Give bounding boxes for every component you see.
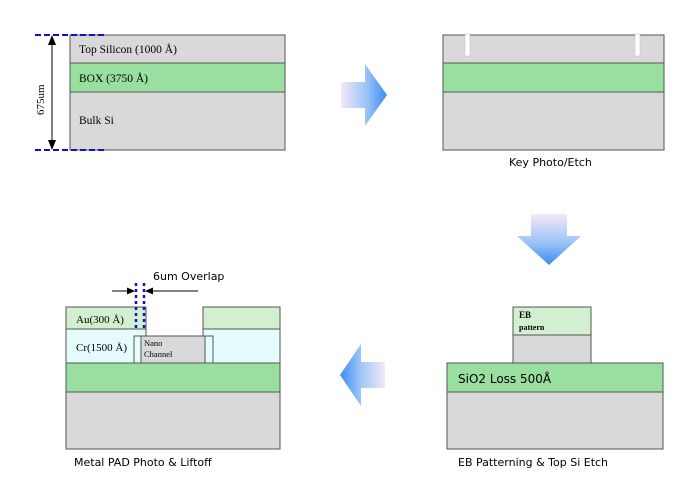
arrow-left-icon <box>340 344 385 406</box>
arrow-down-icon <box>517 214 581 265</box>
cr-label: Cr(1500 Å) <box>76 342 127 354</box>
eb-pattern-resist <box>512 306 592 336</box>
metal-pad-caption: Metal PAD Photo & Liftoff <box>74 456 212 469</box>
panel-metal-pad: Nano Channel Au(300 Å) Cr(1500 Å) 6um Ov… <box>65 270 281 469</box>
bulk-si-layer <box>65 391 281 450</box>
bulk-si-layer <box>442 91 665 151</box>
thickness-label: 675um <box>35 84 47 115</box>
key-etch-opening-right <box>634 33 641 57</box>
thickness-arrowhead-bottom <box>48 140 56 150</box>
eb-patterning-caption: EB Patterning & Top Si Etch <box>458 456 608 469</box>
nano-channel <box>140 335 206 364</box>
box-label: BOX (3750 Å) <box>79 71 148 85</box>
au-layer-right <box>202 306 281 330</box>
overlap-arrowhead-left <box>127 287 135 295</box>
au-label: Au(300 Å) <box>76 314 124 326</box>
box-layer <box>65 362 281 393</box>
box-layer <box>442 62 665 93</box>
top-silicon-layer <box>69 34 286 64</box>
eb-pattern-label-1: EB <box>519 310 531 320</box>
key-etch-opening-left <box>464 33 471 57</box>
nano-channel-label-1: Nano <box>144 338 162 348</box>
cr-layer-right <box>202 328 281 364</box>
top-silicon-pillar <box>512 334 592 364</box>
key-photo-etch-caption: Key Photo/Etch <box>509 156 592 169</box>
sio2-loss-label: SiO2 Loss 500Å <box>458 371 552 386</box>
nano-channel-label-2: Channel <box>144 349 173 359</box>
panel-initial-wafer: Top Silicon (1000 Å) BOX (3750 Å) Bulk S… <box>35 34 286 151</box>
eb-pattern-label-2: pattern <box>519 323 545 332</box>
top-silicon-label: Top Silicon (1000 Å) <box>79 42 177 56</box>
top-silicon-layer <box>442 34 665 64</box>
overlap-label: 6um Overlap <box>153 270 224 283</box>
bulk-si-layer <box>446 391 664 450</box>
box-layer <box>446 362 664 393</box>
overlap-arrowhead-right <box>145 287 153 295</box>
thickness-arrowhead-top <box>48 35 56 45</box>
bulk-si-label: Bulk Si <box>79 115 114 127</box>
panel-key-photo-etch: Key Photo/Etch <box>442 33 665 169</box>
box-layer <box>69 62 286 93</box>
arrow-right-icon <box>341 64 387 126</box>
panel-eb-patterning: EB pattern SiO2 Loss 500Å EB Patterning … <box>446 306 664 469</box>
bulk-si-layer <box>69 91 286 151</box>
